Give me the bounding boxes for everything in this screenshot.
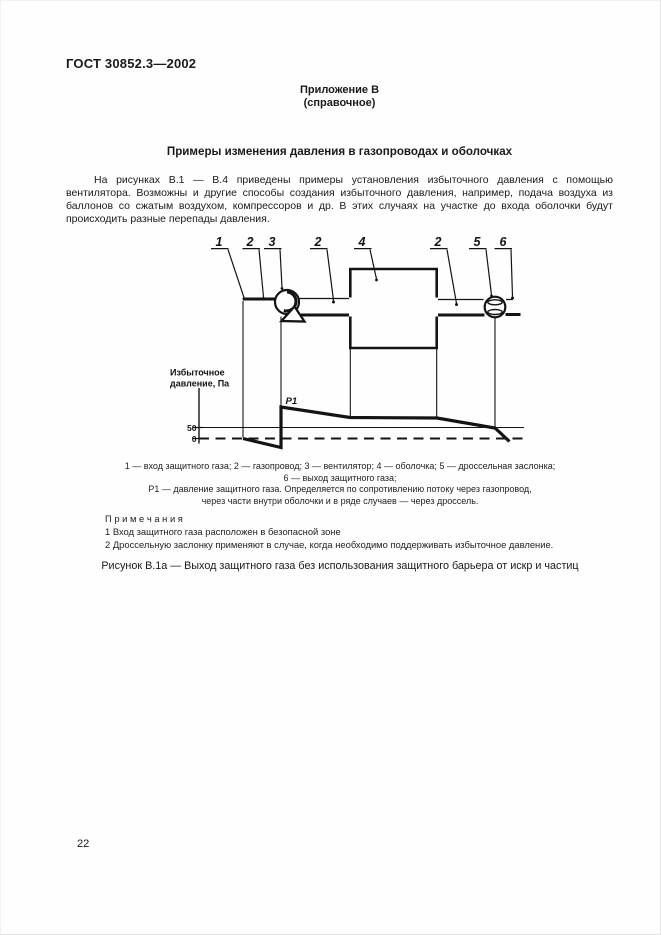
axis-label-line2: давление, Па: [170, 379, 230, 389]
callout-2a: 2: [246, 235, 254, 249]
callout-leader-lines: [227, 249, 514, 304]
tick-0: 0: [192, 434, 197, 444]
pressure-plot: Избыточное давление, Па 50 0 Р1: [170, 368, 524, 450]
callout-5: 5: [474, 235, 482, 249]
figure-caption: Рисунок В.1а — Выход защитного газа без …: [101, 560, 579, 572]
legend-line: через части внутри оболочки и в ряде слу…: [201, 495, 479, 506]
appendix-block: Приложение В (справочное): [66, 84, 613, 110]
figure-legend: 1 — вход защитного газа; 2 — газопровод;…: [66, 461, 614, 507]
legend-line: Р1 — давление защитного газа. Определяет…: [148, 484, 532, 495]
note-item: 1 Вход защитного газа расположен в безоп…: [105, 525, 341, 537]
callout-3: 3: [269, 235, 276, 249]
intro-paragraph: На рисунках В.1 — В.4 приведены примеры …: [66, 174, 613, 226]
standard-number: ГОСТ 30852.3—2002: [66, 56, 197, 71]
legend-line: 1 — вход защитного газа; 2 — газопровод;…: [124, 461, 556, 471]
pressure-p1-label: Р1: [286, 396, 298, 407]
duct-bottom-lines: [243, 297, 521, 317]
callout-6: 6: [500, 235, 508, 249]
legend-line: 6 — выход защитного газа;: [283, 472, 397, 483]
figure-diagram: 1 2 3 2 4 2 5 6: [170, 235, 524, 450]
callout-labels: 1 2 3 2 4 2 5 6: [216, 235, 508, 249]
tick-50: 50: [187, 423, 197, 433]
note-item: 2 Дроссельную заслонку применяют в случа…: [105, 538, 554, 550]
callout-2c: 2: [434, 235, 442, 249]
callout-1: 1: [216, 235, 223, 249]
notes-block: П р и м е ч а н и я 1 Вход защитного газ…: [105, 513, 585, 551]
duct-top-lines: [297, 297, 513, 301]
axis-label-line1: Избыточное: [170, 368, 225, 378]
enclosure-box: [349, 267, 438, 350]
page-number: 22: [77, 838, 90, 850]
notes-heading: П р и м е ч а н и я: [105, 513, 183, 524]
appendix-title: Приложение В: [299, 84, 380, 96]
fan-icon: [273, 288, 307, 323]
throttle-valve-icon: [483, 295, 507, 319]
callout-2b: 2: [314, 235, 322, 249]
pressure-curve: [242, 405, 511, 450]
appendix-subtitle: (справочное): [303, 97, 376, 109]
section-title: Примеры изменения давления в газопровода…: [166, 145, 513, 158]
callout-4: 4: [358, 235, 366, 249]
projection-lines: [242, 301, 496, 438]
